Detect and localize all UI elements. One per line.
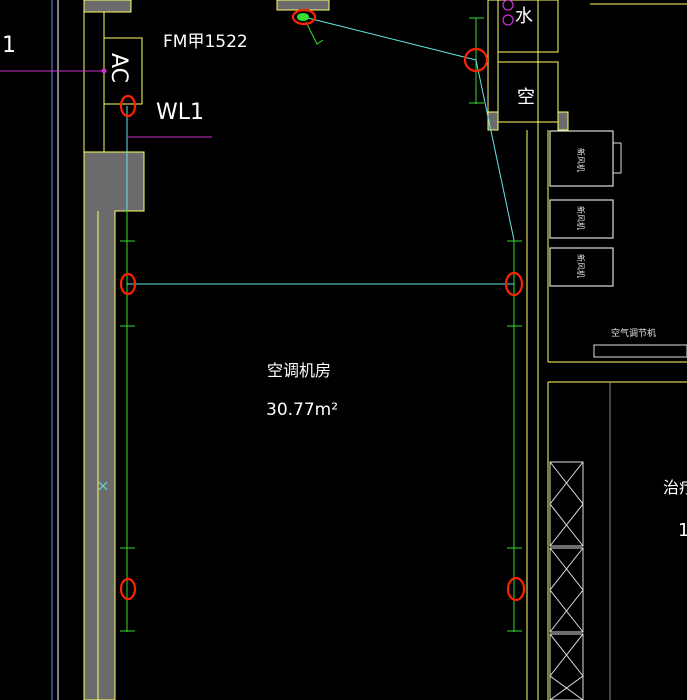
door-label: FM甲1522 [163, 32, 248, 52]
red-markers [119, 8, 526, 602]
green-fixture-dot [297, 13, 309, 21]
marker-left-low [119, 577, 137, 601]
unit-3-label: 新风机 [576, 254, 586, 278]
right-wall [526, 0, 687, 700]
marker-top-fixture [291, 8, 317, 26]
ac-box: AC [103, 37, 143, 105]
edge-number-label: 1 [2, 33, 16, 58]
marker-top-right [463, 47, 489, 73]
right-room-number: 1 [678, 520, 687, 541]
unit-2-label: 新风机 [576, 206, 586, 230]
magenta-lines [0, 68, 212, 138]
right-room-label: 治疗 [663, 478, 687, 497]
wl1-label: WL1 [156, 100, 204, 125]
riser-shafts: 水 空 [487, 0, 569, 131]
marker-wl1 [119, 94, 137, 118]
left-wall [83, 0, 145, 700]
cable-runs [98, 16, 515, 491]
marker-right-low [506, 576, 526, 602]
riser-air-label: 空 [517, 87, 535, 108]
crossed-panels [549, 461, 584, 700]
ac-box-label: AC [106, 53, 131, 83]
marker-left-mid [119, 272, 137, 296]
equipment-units: 新风机 新风机 新风机 空气调节机 [549, 130, 687, 358]
left-guide-lines [51, 0, 85, 700]
room-area-label: 30.77m² [266, 400, 338, 420]
room-name-label: 空调机房 [267, 361, 331, 380]
air-handler-label: 空气调节机 [611, 327, 656, 339]
marker-right-mid [504, 271, 524, 297]
riser-water-label: 水 [515, 6, 533, 27]
conduits [120, 17, 522, 632]
top-fixture [276, 0, 330, 45]
unit-1-label: 新风机 [576, 148, 586, 172]
